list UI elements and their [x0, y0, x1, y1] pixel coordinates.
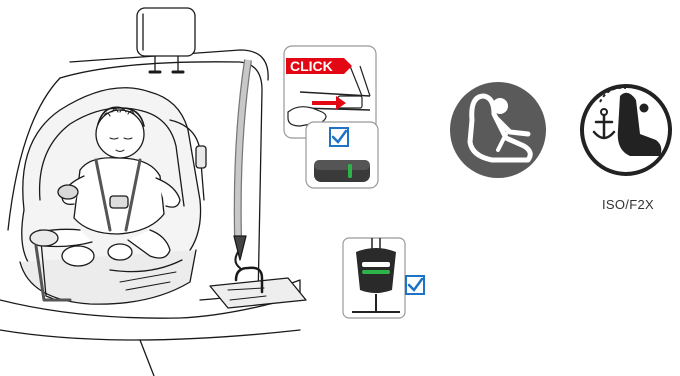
click-label: CLICK: [290, 58, 333, 74]
checkbox-checked-icon: [406, 276, 424, 294]
checkbox-checked-icon: [330, 128, 348, 146]
isofix-anchor-badge-icon: [582, 86, 670, 174]
iso-badge-caption: ISO/F2X: [588, 197, 668, 212]
isofix-indicator-icon: [314, 160, 370, 182]
car-seat-badge-icon: [450, 82, 546, 178]
isofix-indicator-callout: [306, 122, 378, 188]
car-seat-illustration: [0, 8, 306, 376]
top-tether-callout: [343, 238, 424, 318]
